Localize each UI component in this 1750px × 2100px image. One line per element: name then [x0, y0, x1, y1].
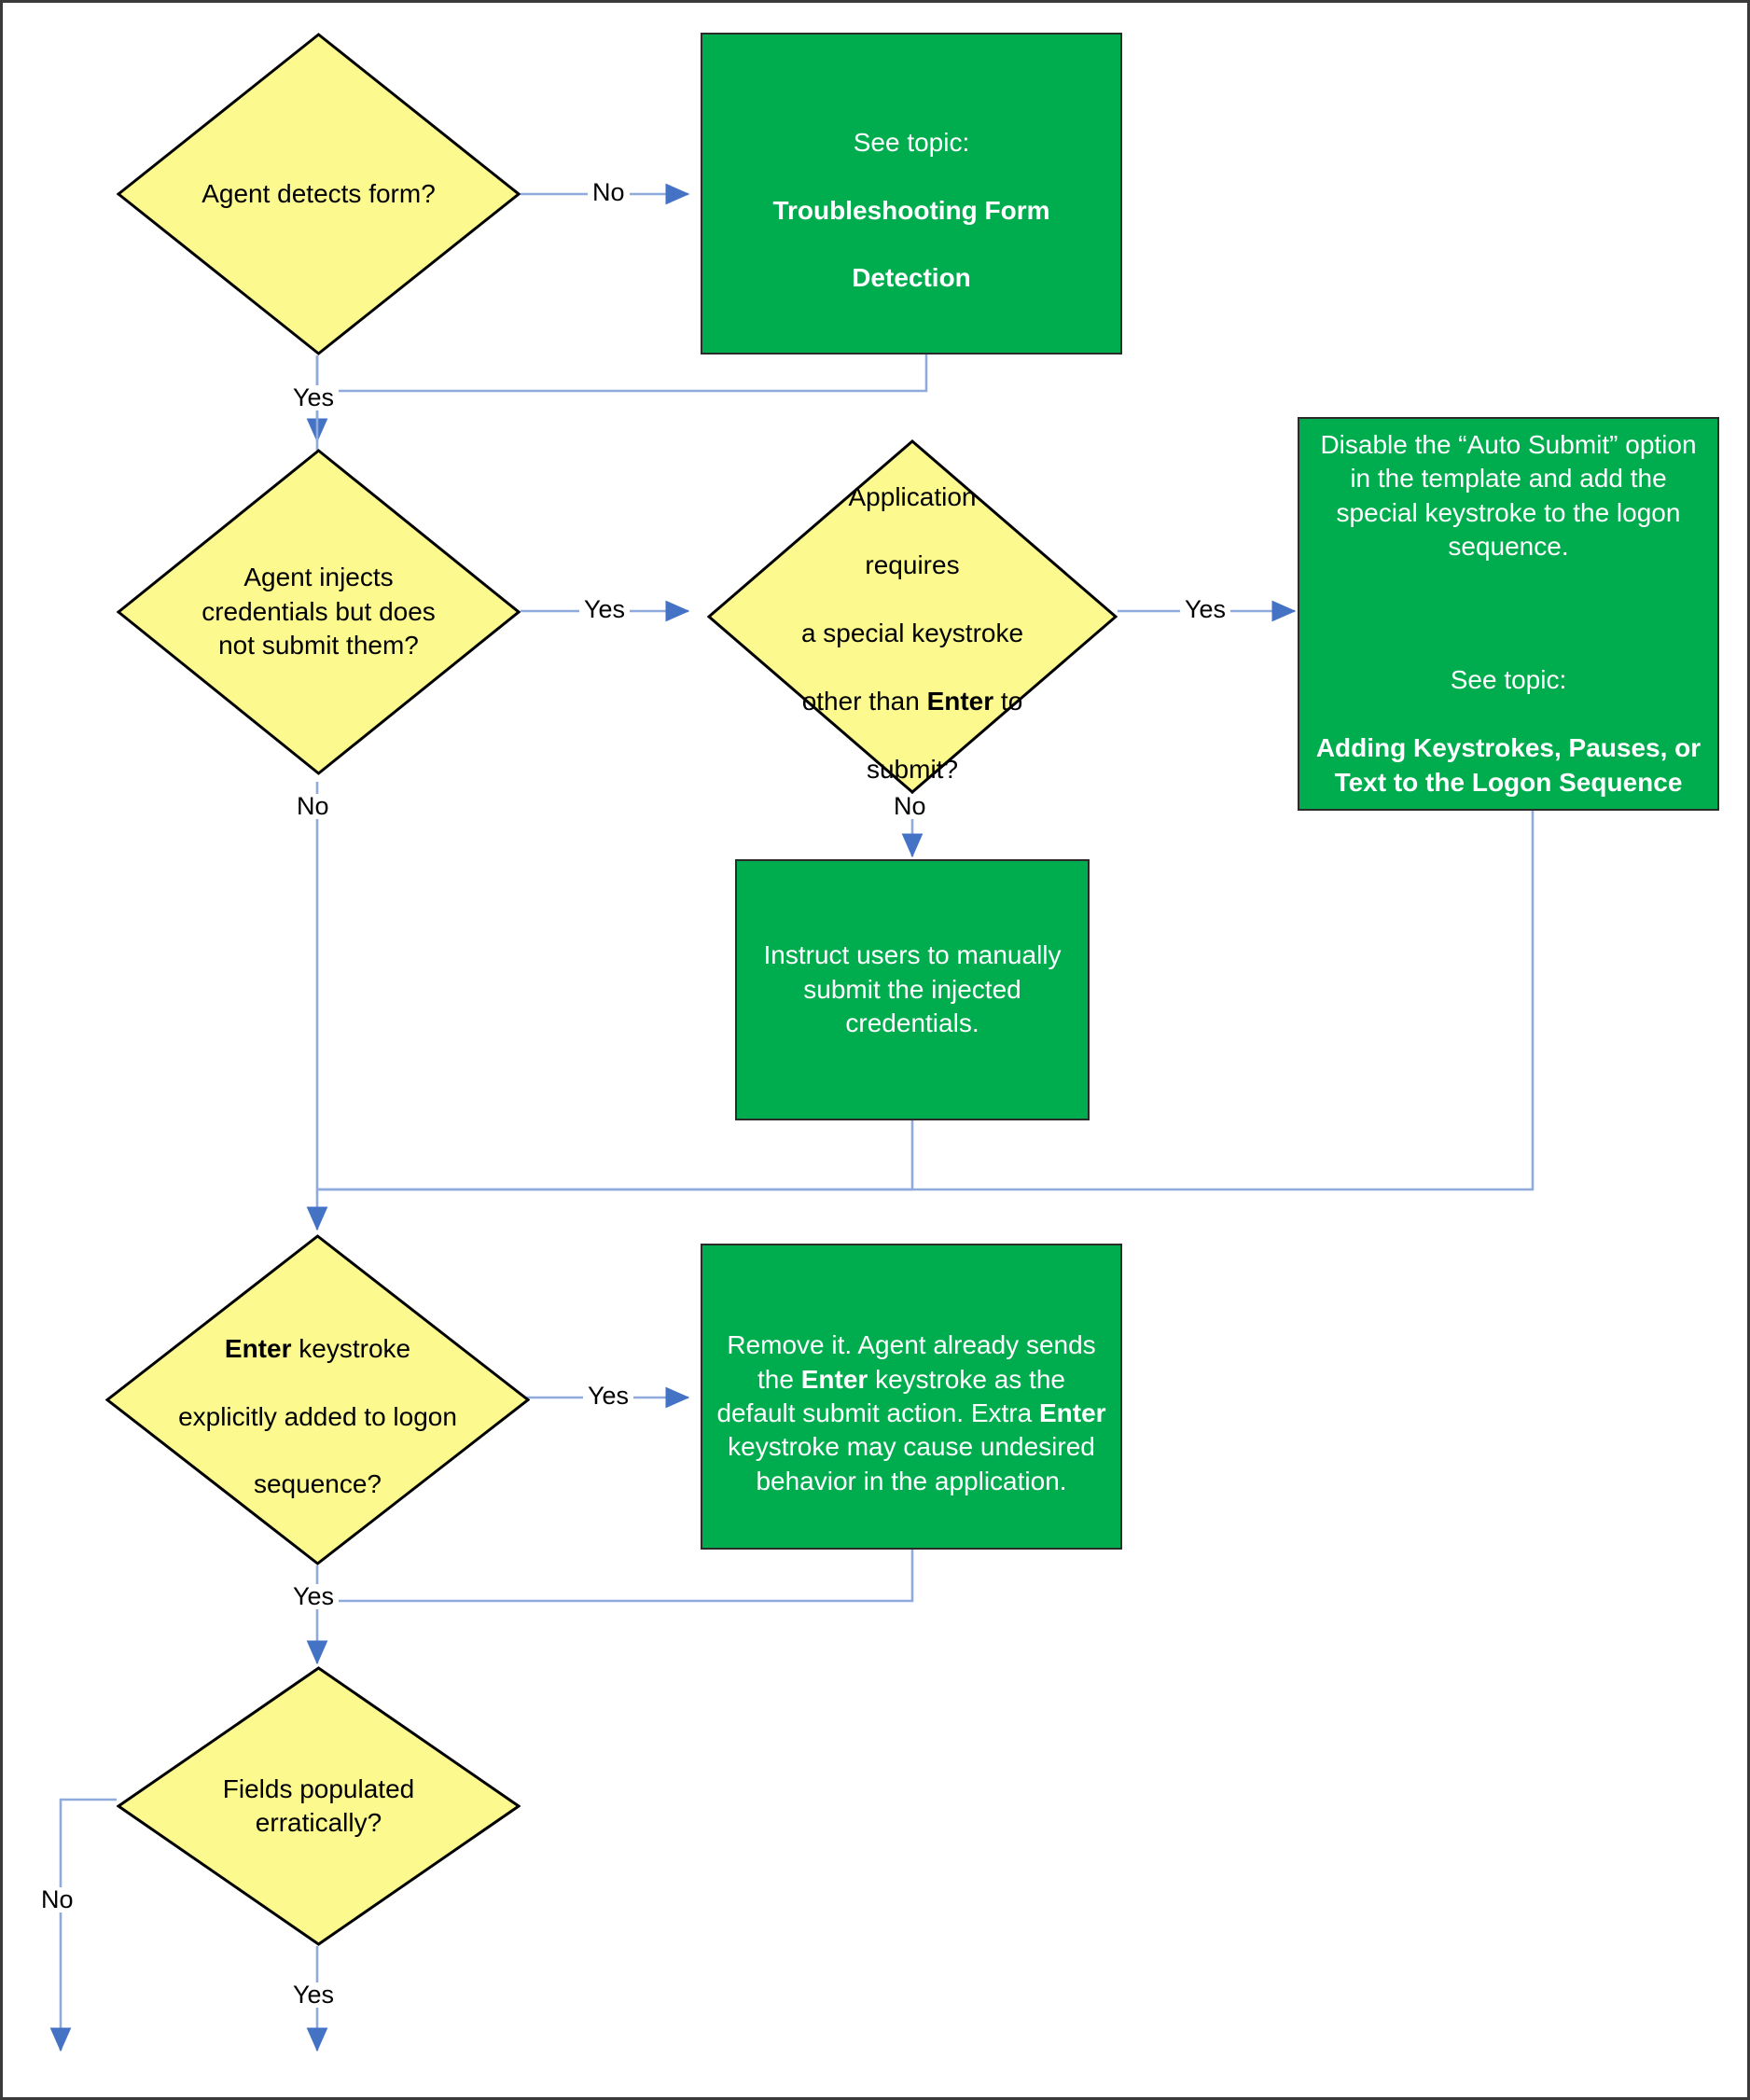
decision-enter-keystroke-explicitly-added-label: Enter keystroke explicitly added to logo… [105, 1298, 530, 1501]
edge-label-enter-yes-down: Yes [288, 1584, 340, 1609]
app-line-4c: to [993, 686, 1023, 716]
edge-label-fields-no: No [36, 1887, 78, 1912]
edge-label-inject-yes: Yes [579, 597, 631, 622]
remove-seg-3: keystroke as the default submit action. … [716, 1364, 1065, 1427]
connector-layer [49, 183, 1535, 2052]
edge-label-inject-no: No [292, 794, 334, 819]
see-topic-line: See topic: [853, 127, 970, 157]
enter-line-1b: keystroke [291, 1333, 411, 1363]
diamond-shape [105, 1234, 530, 1565]
topic-title-line1: Troubleshooting Form [772, 195, 1050, 225]
process-disable-auto-submit[interactable]: Disable the “Auto Submit” option in the … [1298, 417, 1719, 811]
decision-fields-populated-erratically-label: Fields populated erratically? [222, 1773, 415, 1837]
process-troubleshooting-form-detection-label: See topic: Troubleshooting Form Detectio… [702, 91, 1120, 295]
diamond-shape [117, 1666, 521, 1946]
edge-label-enter-yes-right: Yes [583, 1384, 634, 1409]
app-line-3: a special keystroke [800, 619, 1024, 647]
process-troubleshooting-form-detection[interactable]: See topic: Troubleshooting Form Detectio… [701, 33, 1122, 355]
enter-key-emphasis: Enter [224, 1333, 292, 1363]
decision-agent-detects-form-label: Agent detects form? [201, 178, 436, 208]
disable-auto-submit-paragraph: Disable the “Auto Submit” option in the … [1320, 430, 1697, 562]
decision-agent-injects-credentials[interactable]: Agent injects credentials but does not s… [117, 449, 521, 775]
remove-seg-1: Remove it. Agent already sends the [727, 1330, 1096, 1394]
edge-label-detect-no: No [588, 180, 630, 205]
see-topic-line: See topic: [1450, 665, 1567, 695]
edge-disable-return [317, 811, 1535, 1191]
paragraph-spacer [1312, 598, 1704, 630]
edge-label-special-yes: Yes [1180, 597, 1231, 622]
enter-line-2: explicitly added to logon [178, 1401, 457, 1431]
process-instruct-users-manual-submit-label: Instruct users to manually submit the in… [763, 940, 1062, 1038]
process-disable-auto-submit-label: Disable the “Auto Submit” option in the … [1299, 395, 1717, 834]
diamond-shape [707, 439, 1118, 794]
decision-application-requires-special-keystroke[interactable]: Application requires a special keystroke… [707, 439, 1118, 794]
decision-application-requires-special-keystroke-label: Application requires a special keystroke… [707, 447, 1118, 786]
decision-agent-injects-credentials-label: Agent injects credentials but does not s… [201, 563, 436, 661]
decision-fields-populated-erratically[interactable]: Fields populated erratically? [117, 1666, 521, 1946]
process-remove-extra-enter[interactable]: Remove it. Agent already sends the Enter… [701, 1244, 1122, 1550]
edge-label-fields-yes: Yes [288, 1982, 340, 2008]
diamond-shape [117, 449, 521, 775]
edge-troubleshoot-return [317, 355, 928, 393]
enter-key-emphasis-2: Enter [1038, 1398, 1106, 1427]
edge-instruct-return [317, 1120, 914, 1191]
decision-enter-keystroke-explicitly-added[interactable]: Enter keystroke explicitly added to logo… [105, 1234, 530, 1565]
app-line-2: requires [865, 550, 960, 580]
process-instruct-users-manual-submit[interactable]: Instruct users to manually submit the in… [735, 859, 1090, 1120]
enter-key-emphasis: Enter [926, 686, 994, 716]
process-remove-extra-enter-label: Remove it. Agent already sends the Enter… [702, 1295, 1120, 1498]
app-line-4a: other than [801, 686, 927, 716]
diamond-shape [117, 33, 521, 355]
edge-fields-no [49, 1798, 117, 2052]
app-line-1: Application [848, 482, 977, 512]
topic-title-line2: Detection [852, 263, 971, 293]
topic-title-adding-keystrokes: Adding Keystrokes, Pauses, or Text to th… [1315, 733, 1701, 797]
remove-seg-5: keystroke may cause undesired behavior i… [728, 1432, 1095, 1495]
edge-label-detect-yes: Yes [288, 385, 340, 410]
edge-label-special-no: No [889, 794, 931, 819]
enter-key-emphasis: Enter [800, 1364, 868, 1394]
decision-agent-detects-form[interactable]: Agent detects form? [117, 33, 521, 355]
edge-remove-return [317, 1550, 914, 1603]
enter-line-3: sequence? [253, 1469, 382, 1499]
app-line-5: submit? [866, 754, 959, 784]
